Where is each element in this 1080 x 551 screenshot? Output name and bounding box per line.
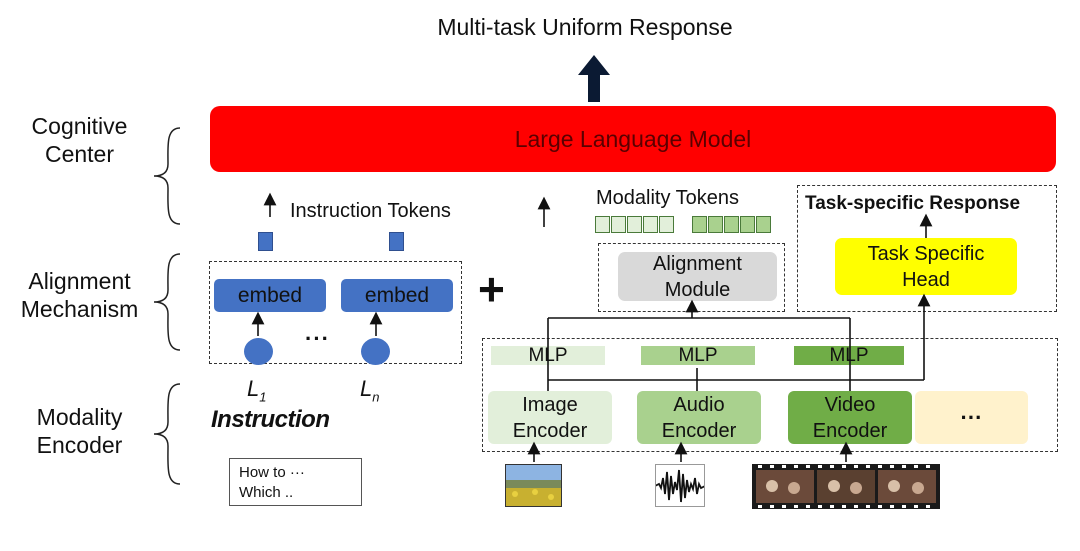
- modality-token-group-image: [595, 216, 675, 233]
- brace-alignment-icon: [153, 253, 181, 351]
- category-alignment-mechanism: Alignment Mechanism: [20, 268, 139, 322]
- embed-block-1: embed: [214, 279, 326, 312]
- instruction-text-box: How to ··· Which ..: [229, 458, 362, 506]
- mlp-audio: MLP: [641, 345, 755, 366]
- up-arrow-icon: [578, 55, 610, 102]
- image-input-thumbnail: [505, 464, 562, 507]
- instruction-tokens-label: Instruction Tokens: [290, 200, 451, 222]
- instruction-token-ln: [361, 338, 390, 365]
- instruction-embedding-box: [209, 261, 462, 364]
- modality-encoder-box: [482, 338, 1058, 452]
- plus-sign: +: [478, 263, 505, 315]
- mlp-video: MLP: [794, 345, 904, 366]
- diagram-title: Multi-task Uniform Response: [437, 14, 733, 40]
- instruction-token: [258, 232, 273, 251]
- task-specific-response-label: Task-specific Response: [805, 193, 1021, 214]
- embed-ellipsis: ···: [305, 326, 330, 351]
- category-modality-encoder: Modality Encoder: [36, 404, 123, 458]
- audio-waveform-thumbnail: [655, 464, 705, 507]
- instruction-token: [389, 232, 404, 251]
- category-cognitive-center: Cognitive Center: [31, 113, 128, 167]
- brace-cognitive-icon: [153, 127, 181, 225]
- modality-token-group-audio: [692, 216, 772, 233]
- instruction-token-l1: [244, 338, 273, 365]
- alignment-module: Alignment Module: [618, 252, 777, 301]
- brace-modality-icon: [153, 383, 181, 485]
- task-specific-head: Task Specific Head: [835, 238, 1017, 295]
- embed-block-n: embed: [341, 279, 453, 312]
- more-encoders: ···: [915, 391, 1028, 444]
- large-language-model: Large Language Model: [210, 106, 1056, 172]
- label-l1: L1: [247, 376, 267, 405]
- task-specific-box: [797, 185, 1057, 312]
- video-frames-thumbnail: [752, 464, 940, 509]
- label-ln: Ln: [360, 376, 380, 405]
- instruction-label: Instruction: [211, 406, 330, 433]
- modality-tokens-label: Modality Tokens: [596, 187, 740, 209]
